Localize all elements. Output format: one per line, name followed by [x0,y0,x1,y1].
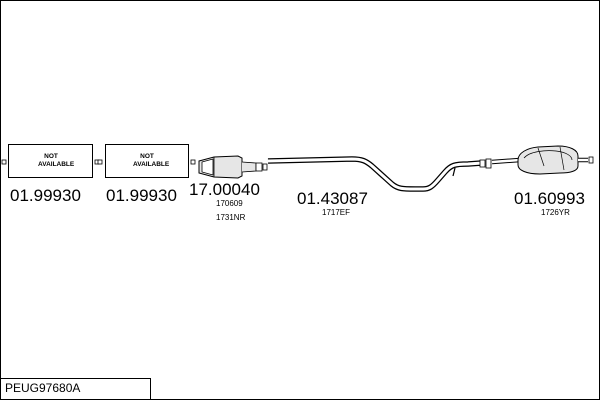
part-1-status: NOT AVAILABLE [38,153,75,168]
part-2-code: 01.99930 [106,186,177,205]
part-3-ref-1: 170609 [216,199,243,208]
intermediate-pipe-icon [267,156,492,192]
part-3-ref-2: 1731NR [216,213,246,222]
part-2-status: NOT AVAILABLE [133,153,170,168]
part-5-ref-1: 1726YR [541,208,570,217]
part-4-ref-1: 1717EF [322,208,351,217]
part-3-code: 17.00040 [189,180,260,199]
part-1-box [8,144,93,178]
model-code: PEUG97680A [5,381,81,395]
part-5-code: 01.60993 [514,189,585,208]
part-1-code: 01.99930 [10,186,81,205]
catalytic-converter-icon [198,155,268,179]
part-2-box [105,144,189,178]
part-2-connector-right [190,159,196,165]
rear-silencer-icon [491,145,594,175]
part-2-connector-left [97,159,103,165]
part-4-code: 01.43087 [297,189,368,208]
part-1-connector-left [1,159,7,165]
